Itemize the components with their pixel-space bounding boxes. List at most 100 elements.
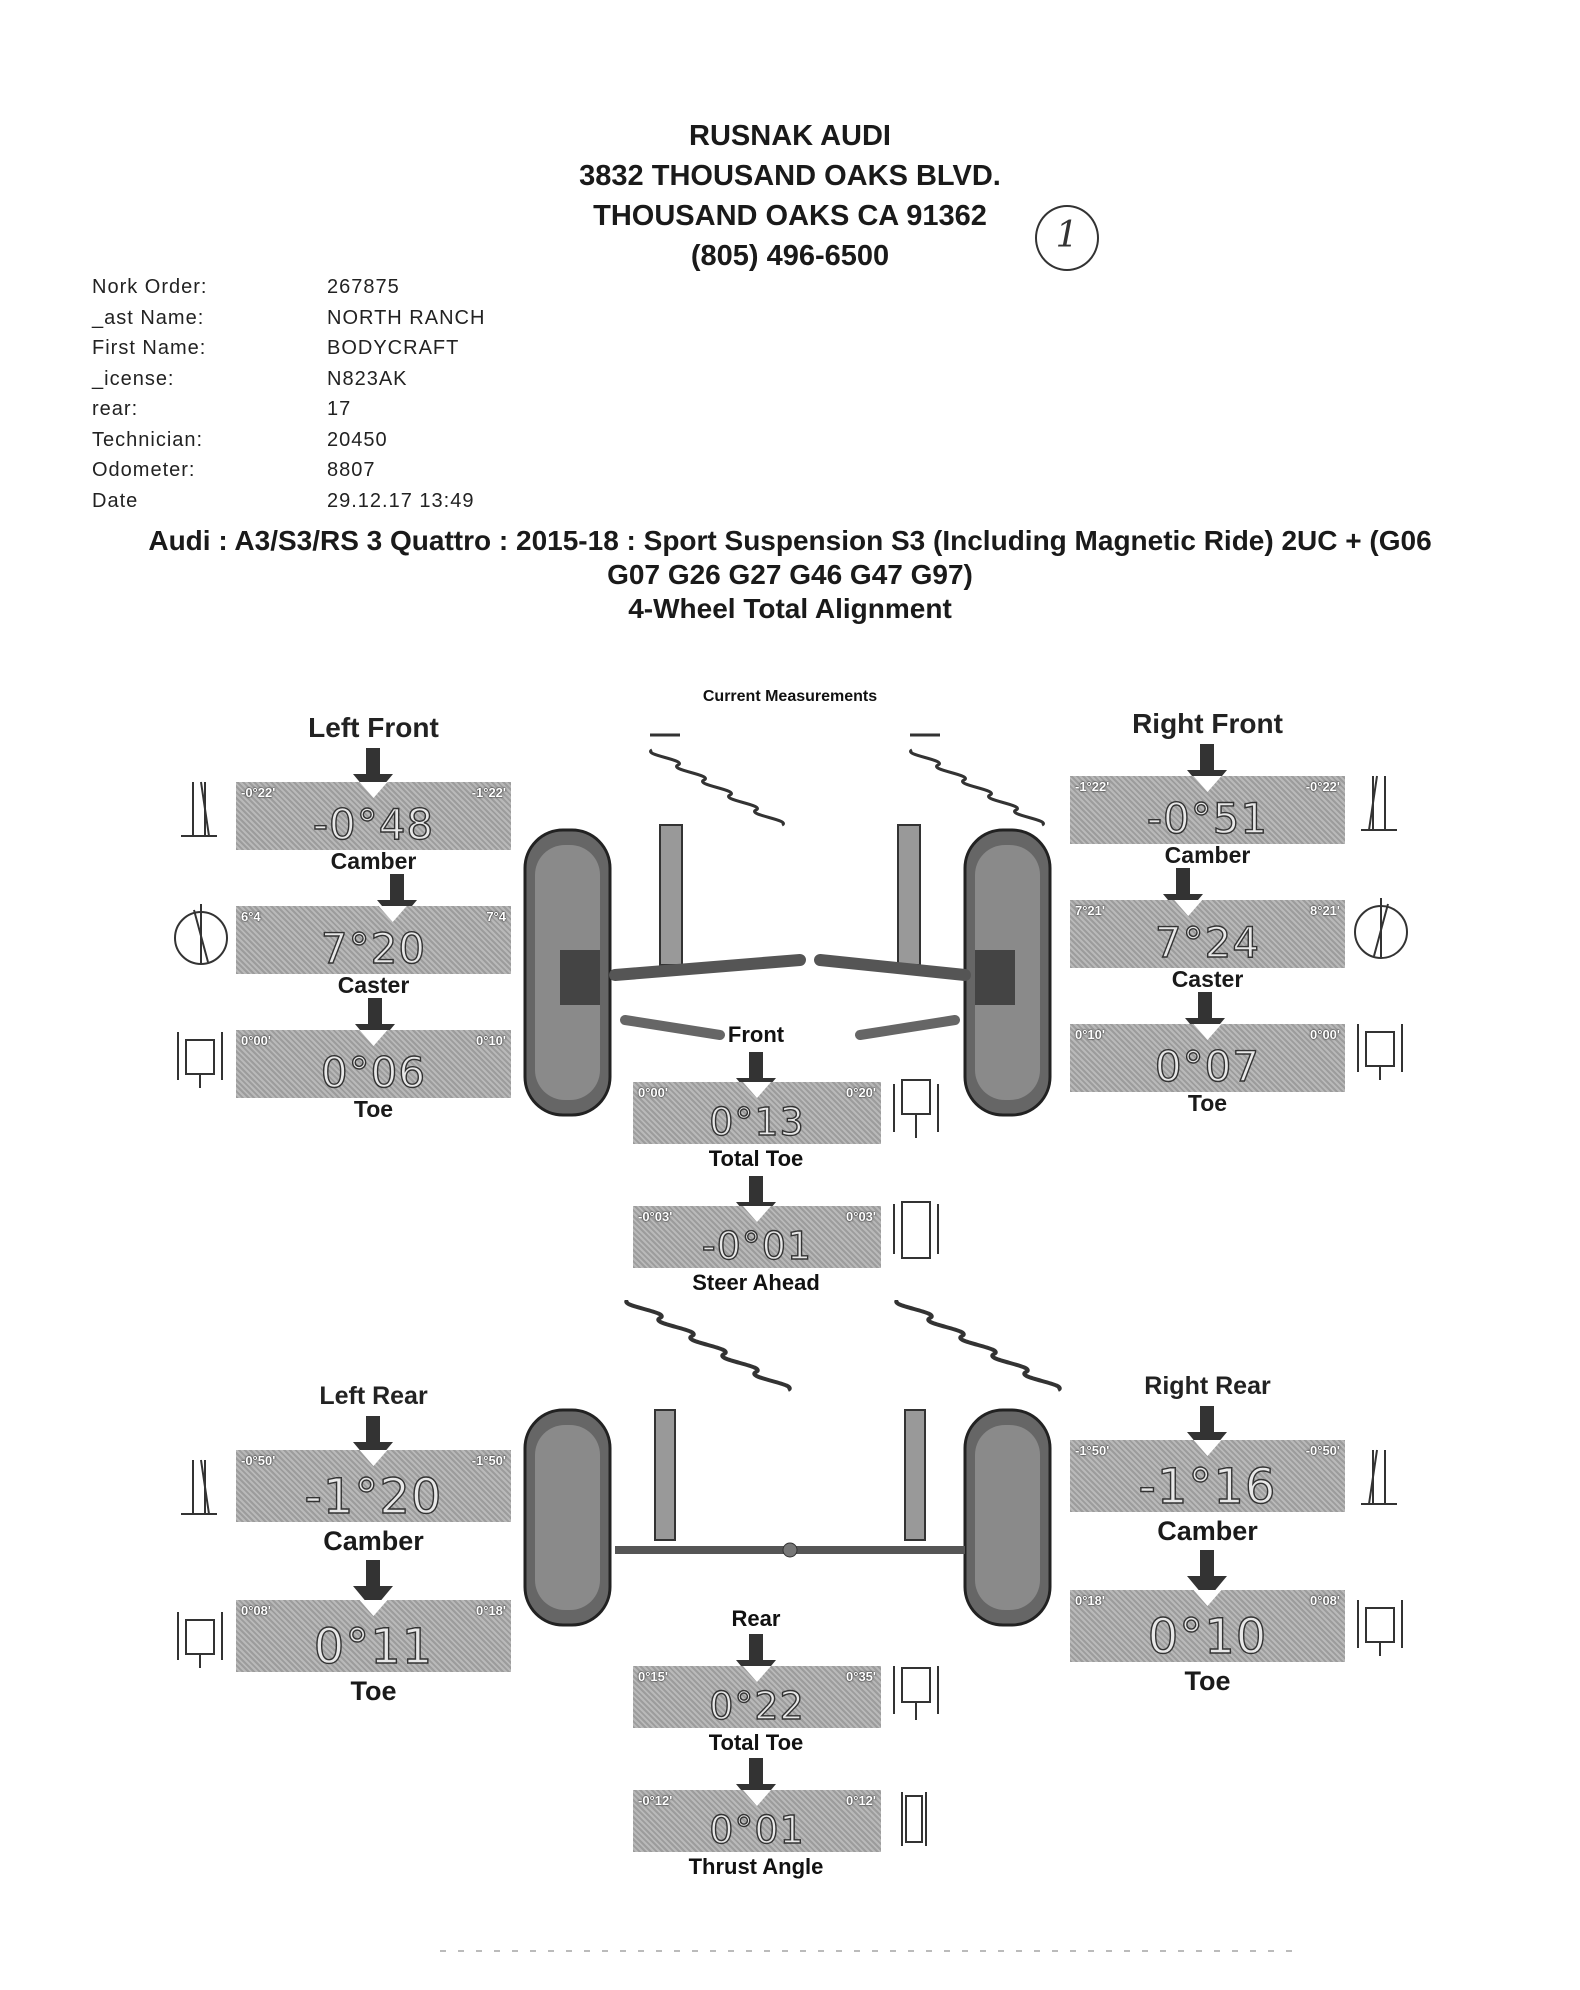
right-front-caster-label: Caster	[1070, 966, 1345, 993]
gauge-max: -0°22'	[1306, 779, 1340, 794]
info-label: Odometer:	[92, 455, 327, 486]
gauge-max: 0°08'	[1310, 1593, 1340, 1608]
steer-ahead-gauge: -0°03' 0°03' -0°01	[633, 1206, 881, 1268]
info-row: Technician:20450	[92, 425, 485, 456]
caster-icon	[170, 900, 232, 968]
left-front-toe-gauge: 0°00' 0°10' 0°06	[236, 1030, 511, 1098]
camber-icon	[175, 778, 223, 840]
left-rear-title: Left Rear	[236, 1382, 511, 1411]
toe-icon	[1350, 1592, 1410, 1660]
vehicle-title-line1: Audi : A3/S3/RS 3 Quattro : 2015-18 : Sp…	[0, 524, 1580, 558]
rear-suspension-illustration	[510, 1300, 1070, 1630]
gauge-min: 0°08'	[241, 1603, 271, 1618]
info-value: NORTH RANCH	[327, 303, 485, 334]
left-front-camber-label: Camber	[236, 848, 511, 875]
toe-icon	[1350, 1016, 1410, 1084]
right-front-camber-label: Camber	[1070, 842, 1345, 869]
gauge-min: 0°18'	[1075, 1593, 1105, 1608]
info-label: Date	[92, 486, 327, 517]
info-row: _icense:N823AK	[92, 364, 485, 395]
info-label: Technician:	[92, 425, 327, 456]
gauge-min: 0°00'	[638, 1085, 668, 1100]
left-front-caster-gauge: 6°4 7°4 7°20	[236, 906, 511, 974]
right-front-camber-gauge: -1°22' -0°22' -0°51	[1070, 776, 1345, 844]
right-rear-camber-label: Camber	[1070, 1516, 1345, 1547]
gauge-value: -0°48	[236, 800, 511, 850]
right-rear-toe-gauge: 0°18' 0°08' 0°10	[1070, 1590, 1345, 1662]
rear-total-toe-gauge: 0°15' 0°35' 0°22	[633, 1666, 881, 1728]
gauge-max: 0°12'	[846, 1793, 876, 1808]
info-value: 17	[327, 394, 351, 425]
gauge-value: 7°20	[236, 924, 511, 974]
info-row: rear:17	[92, 394, 485, 425]
gauge-max: -0°50'	[1306, 1443, 1340, 1458]
info-label: _ast Name:	[92, 303, 327, 334]
info-value: 267875	[327, 272, 400, 303]
gauge-value: 0°11	[236, 1622, 511, 1672]
left-front-caster-label: Caster	[236, 972, 511, 999]
info-label: First Name:	[92, 333, 327, 364]
rear-total-toe-label: Total Toe	[631, 1730, 881, 1756]
gauge-min: -0°12'	[638, 1793, 672, 1808]
info-value: BODYCRAFT	[327, 333, 459, 364]
info-row: _ast Name:NORTH RANCH	[92, 303, 485, 334]
thrust-angle-label: Thrust Angle	[631, 1854, 881, 1880]
gauge-value: 7°24	[1070, 918, 1345, 968]
dealer-city: THOUSAND OAKS CA 91362	[0, 198, 1580, 234]
info-row: Odometer:8807	[92, 455, 485, 486]
front-total-toe-gauge: 0°00' 0°20' 0°13	[633, 1082, 881, 1144]
left-front-camber-gauge: -0°22' -1°22' -0°48	[236, 782, 511, 850]
vehicle-title-line2: G07 G26 G27 G46 G47 G97)	[0, 558, 1580, 592]
scan-artifact-line	[440, 1950, 1300, 1952]
right-rear-title: Right Rear	[1070, 1372, 1345, 1401]
gauge-min: 6°4	[241, 909, 261, 924]
gauge-value: 0°07	[1070, 1042, 1345, 1092]
gauge-value: 0°06	[236, 1048, 511, 1098]
gauge-min: -1°22'	[1075, 779, 1109, 794]
front-title: Front	[631, 1022, 881, 1048]
info-row: Nork Order:267875	[92, 272, 485, 303]
gauge-max: 8°21'	[1310, 903, 1340, 918]
dealer-name: RUSNAK AUDI	[0, 118, 1580, 154]
right-front-toe-gauge: 0°10' 0°00' 0°07	[1070, 1024, 1345, 1092]
gauge-max: 7°4	[486, 909, 506, 924]
current-measurements-title: Current Measurements	[600, 688, 980, 706]
left-front-title: Left Front	[236, 712, 511, 744]
gauge-min: 0°15'	[638, 1669, 668, 1684]
dealer-phone: (805) 496-6500	[0, 238, 1580, 274]
gauge-max: 0°03'	[846, 1209, 876, 1224]
gauge-max: 0°18'	[476, 1603, 506, 1618]
gauge-value: 0°22	[633, 1684, 881, 1728]
dealer-address: 3832 THOUSAND OAKS BLVD.	[0, 158, 1580, 194]
gauge-value: 0°13	[633, 1100, 881, 1144]
gauge-min: 0°00'	[241, 1033, 271, 1048]
gauge-value: -1°16	[1070, 1462, 1345, 1512]
right-rear-camber-gauge: -1°50' -0°50' -1°16	[1070, 1440, 1345, 1512]
gauge-min: -0°22'	[241, 785, 275, 800]
gauge-value: -0°51	[1070, 794, 1345, 844]
left-front-toe-label: Toe	[236, 1096, 511, 1123]
gauge-min: 7°21'	[1075, 903, 1105, 918]
gauge-max: -1°50'	[472, 1453, 506, 1468]
toe-icon	[170, 1604, 230, 1672]
toe-icon	[170, 1024, 230, 1092]
left-rear-camber-label: Camber	[236, 1526, 511, 1557]
gauge-value: 0°01	[633, 1808, 881, 1852]
info-row: First Name:BODYCRAFT	[92, 333, 485, 364]
front-total-toe-label: Total Toe	[631, 1146, 881, 1172]
steer-ahead-icon	[888, 1198, 944, 1264]
gauge-min: -1°50'	[1075, 1443, 1109, 1458]
thrust-angle-icon	[896, 1786, 932, 1852]
rear-title: Rear	[631, 1606, 881, 1632]
gauge-min: 0°10'	[1075, 1027, 1105, 1042]
right-front-caster-gauge: 7°21' 8°21' 7°24	[1070, 900, 1345, 968]
total-toe-icon	[888, 1076, 944, 1142]
info-label: rear:	[92, 394, 327, 425]
gauge-value: 0°10	[1070, 1612, 1345, 1662]
right-front-title: Right Front	[1070, 708, 1345, 740]
gauge-max: 0°00'	[1310, 1027, 1340, 1042]
work-order-info: Nork Order:267875 _ast Name:NORTH RANCH …	[92, 272, 485, 516]
gauge-max: -1°22'	[472, 785, 506, 800]
info-value: 20450	[327, 425, 388, 456]
camber-icon	[1355, 772, 1403, 834]
